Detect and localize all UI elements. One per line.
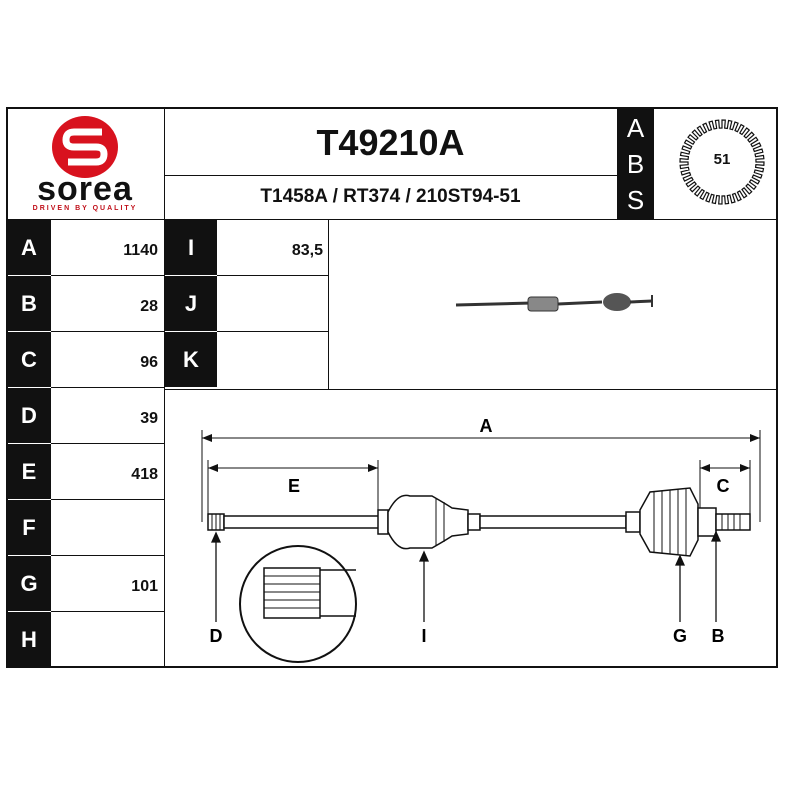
spec-value-d: 39 (140, 410, 158, 427)
brand-name: sorea (37, 170, 133, 208)
label-a: A (480, 416, 493, 436)
row-divider (217, 331, 328, 332)
row-divider (51, 555, 164, 556)
spec-sheet (6, 107, 778, 668)
boot-ribs (211, 489, 741, 555)
abs-letter-a: A (626, 113, 645, 143)
abs-column: A B S (618, 108, 653, 219)
label-b: B (712, 626, 725, 646)
dimension-a (201, 430, 761, 522)
spec-letter-b: B (7, 276, 51, 331)
row-divider (51, 611, 164, 612)
divider-title-abs (617, 107, 618, 219)
row-divider (51, 387, 164, 388)
divider-right-values (328, 219, 329, 389)
row-divider (51, 499, 164, 500)
abs-letter-s: S (626, 185, 645, 215)
dimension-c (699, 460, 751, 514)
spec-letter-k: K (165, 332, 217, 387)
label-i: I (421, 626, 426, 646)
spec-letter-f: F (7, 500, 51, 555)
row-divider (51, 331, 164, 332)
brand-tagline: DRIVEN BY QUALITY (32, 205, 138, 212)
product-code: T49210A (316, 122, 465, 163)
row-divider (51, 275, 164, 276)
spec-letter-d: D (7, 388, 51, 443)
divider-header (6, 219, 778, 220)
spline-detail (239, 545, 357, 663)
brand-logo: sorea DRIVEN BY QUALITY (10, 112, 160, 216)
row-divider (51, 443, 164, 444)
divider-title-refs (164, 175, 617, 176)
label-e: E (288, 476, 300, 496)
label-d: D (210, 626, 223, 646)
gear-icon (679, 119, 765, 205)
divider-abs-gear (653, 107, 654, 219)
abs-teeth-count: 51 (713, 151, 731, 168)
spec-letter-i: I (165, 220, 217, 275)
spec-value-c: 96 (140, 354, 158, 371)
divider-upper-section (164, 389, 778, 390)
row-divider (217, 275, 328, 276)
logo-s-stroke (62, 128, 108, 166)
spec-letter-c: C (7, 332, 51, 387)
label-g: G (673, 626, 687, 646)
sorea-s-icon (52, 116, 118, 178)
spec-value-b: 28 (140, 298, 158, 315)
spec-letter-e: E (7, 444, 51, 499)
label-c: C (717, 476, 730, 496)
leader-lines (210, 530, 722, 622)
abs-letter-b: B (626, 149, 645, 179)
spec-value-a: 1140 (123, 242, 158, 259)
driveshaft-diagram: A E C D I G B (201, 416, 761, 663)
divider-logo (164, 107, 165, 668)
spec-value-g: 101 (131, 578, 158, 595)
spec-letter-g: G (7, 556, 51, 611)
spec-value-e: 418 (131, 466, 158, 483)
gear-teeth (679, 119, 765, 205)
spec-value-i: 83,5 (291, 242, 323, 259)
driveshaft-thumbnail (455, 293, 653, 312)
spec-letter-h: H (7, 612, 51, 667)
spec-letter-j: J (165, 276, 217, 331)
cross-references: T1458A / RT374 / 210ST94-51 (260, 186, 521, 207)
spec-letter-a: A (7, 220, 51, 275)
abs-ring: 51 (676, 116, 768, 208)
